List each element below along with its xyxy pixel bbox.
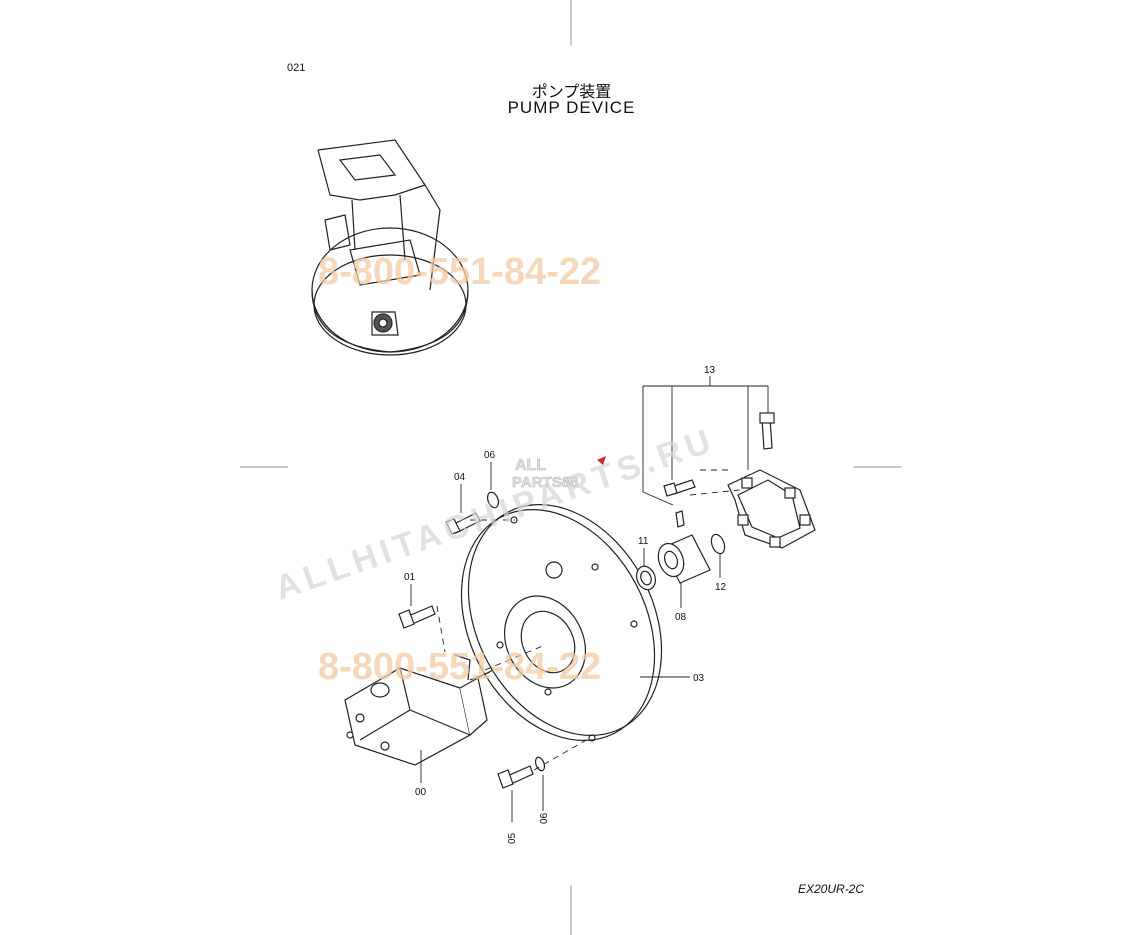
model-code: EX20UR-2C: [798, 882, 865, 896]
callout-04: 04: [454, 472, 466, 483]
watermark-logo-top: ALL: [515, 457, 546, 474]
watermarks: 8-800-551-84-22 8-800-551-84-22 ALLHITAC…: [270, 251, 720, 688]
leader-lines: [410, 376, 769, 822]
page-number: 021: [287, 62, 306, 74]
watermark-phone-bottom: 8-800-551-84-22: [318, 646, 601, 688]
callout-12: 12: [715, 582, 727, 593]
callout-03: 03: [693, 673, 705, 684]
watermark-logo-accent: [597, 456, 606, 465]
machine-overview-illustration: [311, 139, 469, 356]
registration-marks: [240, 0, 902, 935]
callout-13: 13: [704, 365, 716, 376]
title-japanese: ポンプ装置: [531, 82, 612, 101]
coupling-assembly: [635, 412, 816, 591]
bolts-and-washers: [398, 491, 546, 789]
callout-labels: 01 04 06 00 05 06 03 08 11 12 13: [404, 365, 727, 844]
callout-00: 00: [415, 787, 427, 798]
callout-05: 05: [507, 832, 518, 844]
callout-06-top: 06: [484, 450, 496, 461]
title-english: PUMP DEVICE: [507, 98, 636, 117]
watermark-phone-top: 8-800-551-84-22: [318, 251, 601, 293]
callout-11: 11: [638, 536, 649, 547]
watermark-logo-bottom: PARTS88: [512, 474, 578, 491]
hydraulic-pump: [344, 654, 494, 766]
callout-01: 01: [404, 572, 416, 583]
callout-08: 08: [675, 612, 687, 623]
callout-06-bottom: 06: [539, 812, 550, 824]
